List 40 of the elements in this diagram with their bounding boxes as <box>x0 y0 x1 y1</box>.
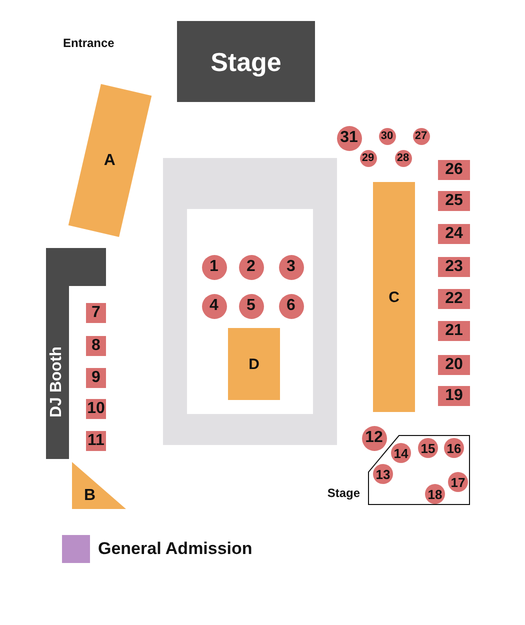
section-label: B <box>84 488 96 504</box>
seating-section: A <box>68 84 152 237</box>
round-table: 13 <box>373 464 393 484</box>
seating-section: D <box>228 328 280 400</box>
round-table: 31 <box>336 126 362 150</box>
table: 23 <box>438 257 470 277</box>
table: 19 <box>438 386 470 406</box>
table: 20 <box>438 355 470 375</box>
round-table: 30 <box>378 128 396 144</box>
stage: Stage <box>177 21 315 102</box>
table: 24 <box>438 224 470 244</box>
table: 10 <box>86 399 106 419</box>
seating-section: C <box>373 182 415 412</box>
table: 9 <box>86 368 106 388</box>
round-table: 4 <box>202 294 226 318</box>
round-table: 27 <box>412 128 430 144</box>
round-table: 18 <box>425 484 445 504</box>
table: 26 <box>438 160 470 180</box>
table: 8 <box>86 336 106 356</box>
table: 7 <box>86 303 106 323</box>
round-table: 28 <box>394 150 412 166</box>
booth-label: DJ Booth <box>49 346 65 418</box>
round-table: 3 <box>278 254 304 280</box>
table: 25 <box>438 191 470 211</box>
round-table: 14 <box>391 443 411 463</box>
stage-label: Stage <box>327 487 360 499</box>
round-table: 1 <box>202 254 226 280</box>
table: 11 <box>86 431 106 451</box>
legend-label: General Admission <box>98 539 252 559</box>
round-table: 2 <box>238 254 264 280</box>
round-table: 16 <box>444 438 464 458</box>
round-table: 12 <box>362 426 386 450</box>
entrance-label: Entrance <box>63 36 114 50</box>
table: 21 <box>438 321 470 341</box>
table: 22 <box>438 289 470 309</box>
round-table: 29 <box>360 150 376 166</box>
round-table: 6 <box>278 294 304 318</box>
round-table: 5 <box>238 294 264 318</box>
round-table: 15 <box>418 438 438 458</box>
round-table: 17 <box>448 472 468 492</box>
